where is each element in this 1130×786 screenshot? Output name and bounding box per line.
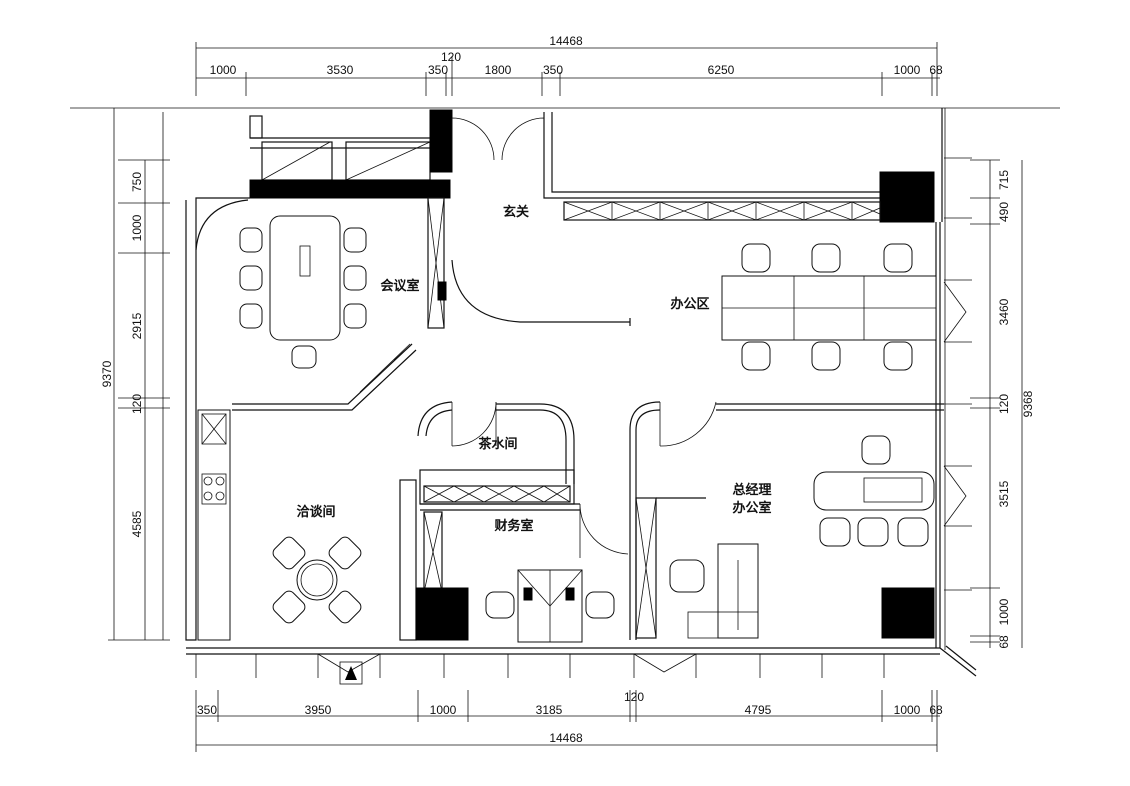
reception-table bbox=[272, 536, 362, 624]
finance-desks bbox=[485, 569, 615, 643]
dim-right-1: 715 bbox=[997, 170, 1011, 190]
dim-left-total: 9370 bbox=[100, 360, 114, 387]
room-label-gm-office-2: 办公室 bbox=[732, 500, 771, 515]
room-label-finance: 财务室 bbox=[494, 518, 533, 533]
dim-bottom-2: 3950 bbox=[305, 703, 332, 717]
dim-top-total: 14468 bbox=[549, 34, 583, 48]
room-label-reception: 洽谈间 bbox=[296, 504, 335, 519]
meeting-chairs bbox=[239, 227, 367, 369]
dim-top-3: 350 bbox=[428, 63, 448, 77]
dim-bottom-1: 350 bbox=[197, 703, 217, 717]
dim-top-6: 6250 bbox=[708, 63, 735, 77]
dimension-lines: 14468 1000 3530 350 120 1800 350 6250 10… bbox=[100, 34, 1035, 752]
dim-bottom-4: 3185 bbox=[536, 703, 563, 717]
dim-bottom-6: 1000 bbox=[894, 703, 921, 717]
dim-top-1: 1000 bbox=[210, 63, 237, 77]
building-walls bbox=[70, 107, 1060, 677]
windows bbox=[195, 157, 972, 685]
dim-bottom-5: 4795 bbox=[745, 703, 772, 717]
dim-right-3: 3460 bbox=[997, 298, 1011, 325]
dim-bottom-small: 120 bbox=[624, 690, 644, 704]
dim-right-6: 1000 bbox=[997, 598, 1011, 625]
dim-left-2: 1000 bbox=[130, 214, 144, 241]
dim-bottom-3: 1000 bbox=[430, 703, 457, 717]
dim-left-5: 4585 bbox=[130, 510, 144, 537]
dim-right-7: 68 bbox=[997, 635, 1011, 649]
entrance-arrow-icon bbox=[345, 666, 357, 680]
dim-left-3: 2915 bbox=[130, 312, 144, 339]
room-label-meeting: 会议室 bbox=[380, 278, 419, 293]
kitchen-counter bbox=[197, 409, 231, 641]
dim-left-1: 750 bbox=[130, 172, 144, 192]
dim-right-2: 490 bbox=[997, 202, 1011, 222]
dim-right-total: 9368 bbox=[1021, 390, 1035, 417]
office-chairs bbox=[741, 243, 913, 371]
dim-right-5: 3515 bbox=[997, 480, 1011, 507]
room-label-office-area: 办公区 bbox=[670, 296, 709, 311]
room-label-pantry: 茶水间 bbox=[478, 436, 517, 451]
room-label-entrance: 玄关 bbox=[503, 204, 529, 219]
dim-bottom-total: 14468 bbox=[549, 731, 583, 745]
gm-desk bbox=[669, 435, 935, 639]
room-labels: 玄关 会议室 办公区 茶水间 洽谈间 财务室 总经理 办公室 bbox=[296, 204, 771, 533]
dim-top-small: 120 bbox=[441, 50, 461, 64]
dim-top-4: 1800 bbox=[485, 63, 512, 77]
dim-right-4: 120 bbox=[997, 394, 1011, 414]
dim-top-7: 1000 bbox=[894, 63, 921, 77]
dim-top-2: 3530 bbox=[327, 63, 354, 77]
meeting-table bbox=[269, 215, 341, 341]
dim-left-4: 120 bbox=[130, 394, 144, 414]
dim-top-5: 350 bbox=[543, 63, 563, 77]
doors bbox=[393, 117, 717, 558]
dim-top-8: 68 bbox=[929, 63, 943, 77]
room-label-gm-office-1: 总经理 bbox=[732, 482, 771, 497]
dim-bottom-7: 68 bbox=[929, 703, 943, 717]
office-desks bbox=[721, 275, 937, 341]
